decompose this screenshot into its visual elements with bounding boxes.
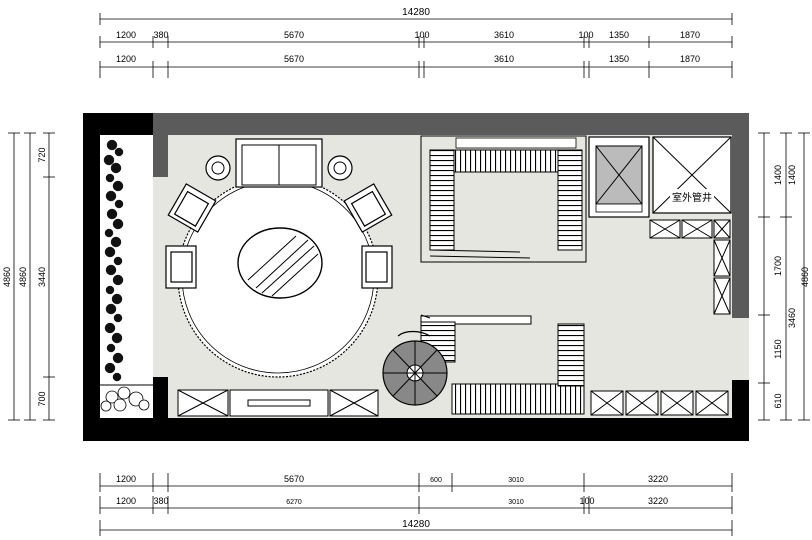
planter-strip [103,139,124,382]
dim-bottom-total: 14280 [402,519,430,530]
dim-bottom2-3: 3010 [508,499,524,506]
dim-top1-0: 1200 [116,30,136,40]
dim-bottom1-3: 3010 [508,477,524,484]
dim-bottom2-0: 1200 [116,496,136,506]
dim-top2-0: 1200 [116,54,136,64]
dim-top1-6: 1350 [609,30,629,40]
dim-right-inner-2: 1150 [773,339,783,358]
dim-right-far: 4860 [800,267,810,287]
left-dimensions: 4860 4860 720 3440 700 [2,132,55,421]
dim-right-inner-0: 1400 [773,165,783,185]
dim-left-inner-2: 700 [37,391,47,406]
top-dimensions: 14280 1200 380 5670 100 3610 100 1350 18… [99,7,733,78]
dim-left-inner-0: 720 [37,147,47,162]
spiral-stair [382,330,448,406]
dining-chairs [165,183,393,289]
dim-top1-7: 1870 [680,30,700,40]
dining-table [237,227,323,299]
side-tables [205,155,353,181]
bottom-dimensions: 1200 5670 600 3010 3220 1200 380 6270 30… [99,473,733,536]
dim-left-mid: 4860 [18,267,28,287]
dim-bottom2-5: 3220 [648,496,668,506]
right-dimensions: 1400 1700 1150 610 1400 3460 4860 [758,132,810,421]
dim-top2-3: 1350 [609,54,629,64]
elevator-box [588,136,650,218]
dim-top2-1: 5670 [284,54,304,64]
dim-bottom2-4: 100 [579,496,594,506]
bottom-left-cabinets [177,389,379,417]
dim-bottom1-2: 600 [430,477,442,484]
dim-top-total: 14280 [402,7,430,18]
dim-bottom2-1: 380 [153,496,168,506]
dim-left-inner-1: 3440 [37,267,47,287]
potted-plant [100,386,150,412]
dim-top1-2: 5670 [284,30,304,40]
dim-top1-5: 100 [578,30,593,40]
shaft-label: 室外管井 [672,191,712,204]
dim-top2-2: 3610 [494,54,514,64]
bottom-right-cabinets [590,390,729,416]
dim-bottom1-4: 3220 [648,474,668,484]
right-cabinets [649,219,731,315]
dim-bottom1-1: 5670 [284,474,304,484]
dim-right-outer-1: 3460 [787,308,797,328]
dim-bottom2-2: 6270 [286,499,302,506]
dim-top1-1: 380 [153,30,168,40]
dim-top1-3: 100 [414,30,429,40]
shaft: 室外管井 [652,136,732,214]
dim-top1-4: 3610 [494,30,514,40]
dim-right-inner-1: 1700 [773,256,783,276]
dim-right-outer-0: 1400 [787,165,797,185]
dim-right-inner-3: 610 [773,393,783,408]
upper-stair [420,135,587,263]
dim-bottom1-0: 1200 [116,474,136,484]
dim-top2-4: 1870 [680,54,700,64]
sofa [235,138,323,188]
dim-left-outer: 4860 [2,267,12,287]
